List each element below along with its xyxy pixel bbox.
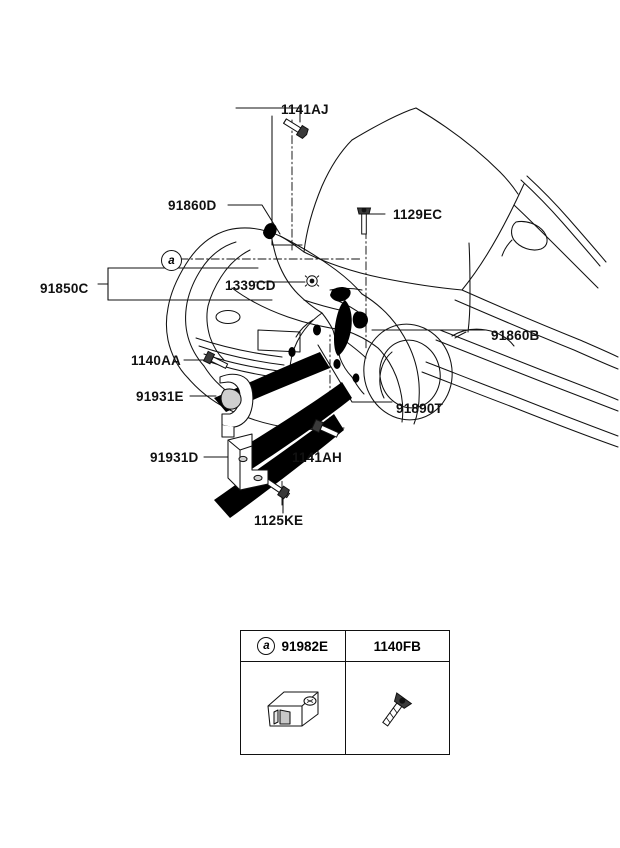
legend-part-no-1140FB: 1140FB <box>373 638 421 654</box>
callout-label-91850C: 91850C <box>40 281 89 296</box>
legend-icon-cell-relay <box>241 662 345 754</box>
callout-label-91931D: 91931D <box>150 450 199 465</box>
legend-table: a 91982E 1140F <box>240 630 450 755</box>
clamp-91931E-shape <box>219 373 254 438</box>
legend-part-no-91982E: 91982E <box>281 638 329 654</box>
legend-column-2: 1140FB <box>345 631 450 754</box>
callout-label-91860D: 91860D <box>168 198 217 213</box>
screw-icon <box>382 692 413 727</box>
callout-label-91890T: 91890T <box>396 401 443 416</box>
legend-column-1: a 91982E <box>241 631 346 754</box>
bracket-91931D-shape <box>227 433 269 491</box>
callout-label-1129EC: 1129EC <box>393 207 443 222</box>
callout-label-1140AA: 1140AA <box>131 353 181 368</box>
legend-header-2: 1140FB <box>345 631 449 662</box>
legend-marker-a: a <box>257 637 276 655</box>
legend-header-1: a 91982E <box>241 631 345 662</box>
relay-module-icon <box>267 691 319 727</box>
callout-label-1339CD: 1339CD <box>225 278 276 293</box>
legend-icon-cell-screw <box>346 662 450 754</box>
callout-label-1125KE: 1125KE <box>254 513 304 528</box>
callout-label-91860B: 91860B <box>491 328 540 343</box>
fastener-glyphs <box>202 118 372 500</box>
group-marker-a: a <box>161 250 182 271</box>
callout-label-1141AJ: 1141AJ <box>281 102 329 117</box>
callout-label-91931E: 91931E <box>136 389 184 404</box>
callout-label-1141AH: 1141AH <box>292 450 342 465</box>
